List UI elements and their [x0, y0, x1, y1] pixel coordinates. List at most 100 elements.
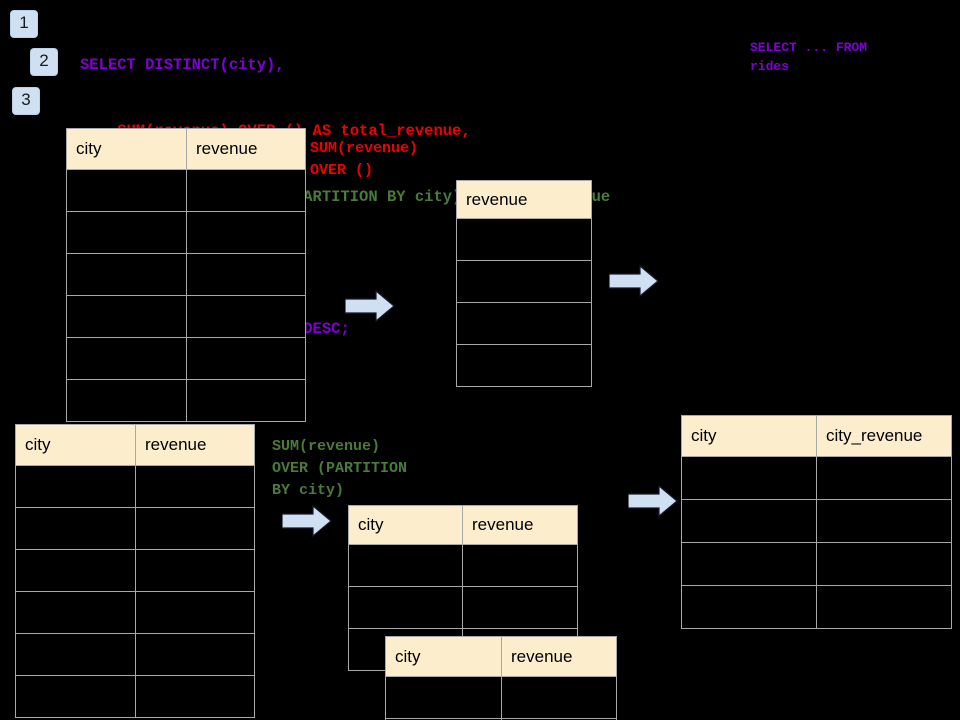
table-row[interactable]	[681, 542, 952, 586]
table-row[interactable]	[15, 591, 255, 634]
step-badge-1[interactable]: 1	[10, 10, 38, 38]
cell-revenue[interactable]	[456, 218, 592, 261]
cell-revenue[interactable]	[501, 718, 617, 720]
cell-city-revenue[interactable]	[816, 585, 952, 629]
table-header-row: city revenue	[385, 636, 617, 677]
column-header-revenue: revenue	[135, 424, 255, 466]
table-row[interactable]	[15, 633, 255, 676]
column-header-city: city	[15, 424, 136, 466]
cell-revenue[interactable]	[135, 549, 255, 592]
cell-city[interactable]	[15, 675, 136, 718]
table-row[interactable]	[681, 585, 952, 629]
column-header-city: city	[66, 128, 187, 170]
table-row[interactable]	[15, 465, 255, 508]
cell-city[interactable]	[66, 379, 187, 422]
cell-city[interactable]	[681, 456, 817, 500]
table-row[interactable]	[456, 302, 592, 345]
column-header-city: city	[385, 636, 502, 677]
arrow-partition-to-result	[627, 484, 678, 522]
city-revenue-result-table[interactable]: city city_revenue	[681, 415, 952, 629]
cell-revenue[interactable]	[135, 633, 255, 676]
cell-revenue[interactable]	[456, 260, 592, 303]
partition-group-table-front[interactable]: city revenue	[385, 636, 617, 720]
cell-city[interactable]	[66, 295, 187, 338]
cell-city[interactable]	[66, 169, 187, 212]
rides-source-table-top[interactable]: city revenue	[66, 128, 306, 422]
table-row[interactable]	[66, 211, 306, 254]
cell-revenue[interactable]	[135, 465, 255, 508]
table-row[interactable]	[385, 718, 617, 720]
cell-city[interactable]	[15, 591, 136, 634]
cell-revenue[interactable]	[186, 379, 306, 422]
table-row[interactable]	[66, 169, 306, 212]
column-header-city: city	[681, 415, 817, 457]
cell-city[interactable]	[681, 585, 817, 629]
table-header-row: city revenue	[66, 128, 306, 170]
cell-revenue[interactable]	[186, 211, 306, 254]
cell-city[interactable]	[66, 211, 187, 254]
cell-city[interactable]	[15, 633, 136, 676]
table-row[interactable]	[66, 337, 306, 380]
annotation-sum-over-empty: SUM(revenue) OVER ()	[310, 140, 419, 179]
cell-city[interactable]	[15, 507, 136, 550]
cell-city[interactable]	[15, 549, 136, 592]
table-header-row: revenue	[456, 180, 592, 219]
table-row[interactable]	[456, 260, 592, 303]
cell-revenue[interactable]	[186, 169, 306, 212]
cell-city[interactable]	[348, 544, 463, 587]
cell-revenue[interactable]	[462, 544, 578, 587]
cell-city-revenue[interactable]	[816, 542, 952, 586]
column-header-revenue: revenue	[462, 505, 578, 545]
cell-city[interactable]	[66, 253, 187, 296]
table-row[interactable]	[15, 549, 255, 592]
arrow-rides-to-total-revenue	[344, 289, 395, 327]
cell-city[interactable]	[348, 586, 463, 629]
cell-revenue[interactable]	[186, 295, 306, 338]
table-row[interactable]	[681, 456, 952, 500]
cell-revenue[interactable]	[462, 586, 578, 629]
cell-revenue[interactable]	[135, 591, 255, 634]
sql-line-select: SELECT DISTINCT(city),	[80, 56, 285, 74]
table-header-row: city revenue	[15, 424, 255, 466]
cell-city[interactable]	[385, 676, 502, 719]
arrow-total-revenue-to-result	[608, 264, 659, 302]
cell-revenue[interactable]	[456, 302, 592, 345]
arrow-rides-to-partition	[281, 504, 332, 542]
rides-source-table-bottom[interactable]: city revenue	[15, 424, 255, 718]
table-row[interactable]	[348, 544, 578, 587]
column-header-revenue: revenue	[456, 180, 592, 219]
table-row[interactable]	[348, 586, 578, 629]
step-badge-3[interactable]: 3	[12, 87, 40, 115]
table-row[interactable]	[66, 295, 306, 338]
cell-city[interactable]	[681, 542, 817, 586]
cell-revenue[interactable]	[186, 253, 306, 296]
column-header-city: city	[348, 505, 463, 545]
cell-city-revenue[interactable]	[816, 456, 952, 500]
column-header-city-revenue: city_revenue	[816, 415, 952, 457]
cell-revenue[interactable]	[186, 337, 306, 380]
table-row[interactable]	[66, 253, 306, 296]
cell-city[interactable]	[681, 499, 817, 543]
cell-revenue[interactable]	[501, 676, 617, 719]
table-row[interactable]	[456, 218, 592, 261]
cell-revenue[interactable]	[135, 507, 255, 550]
table-row[interactable]	[456, 344, 592, 387]
partition-group-table-back[interactable]: city revenue	[348, 505, 578, 671]
cell-revenue[interactable]	[456, 344, 592, 387]
table-row[interactable]	[15, 507, 255, 550]
table-row[interactable]	[15, 675, 255, 718]
annotation-sum-over-partition: SUM(revenue) OVER (PARTITION BY city)	[272, 438, 408, 499]
table-row[interactable]	[66, 379, 306, 422]
cell-city[interactable]	[15, 465, 136, 508]
total-revenue-table[interactable]: revenue	[456, 180, 592, 387]
step-badge-2[interactable]: 2	[30, 48, 58, 76]
column-header-revenue: revenue	[501, 636, 617, 677]
cell-city-revenue[interactable]	[816, 499, 952, 543]
column-header-revenue: revenue	[186, 128, 306, 170]
cell-city[interactable]	[66, 337, 187, 380]
table-row[interactable]	[681, 499, 952, 543]
table-row[interactable]	[385, 676, 617, 719]
cell-revenue[interactable]	[135, 675, 255, 718]
table-header-row: city revenue	[348, 505, 578, 545]
